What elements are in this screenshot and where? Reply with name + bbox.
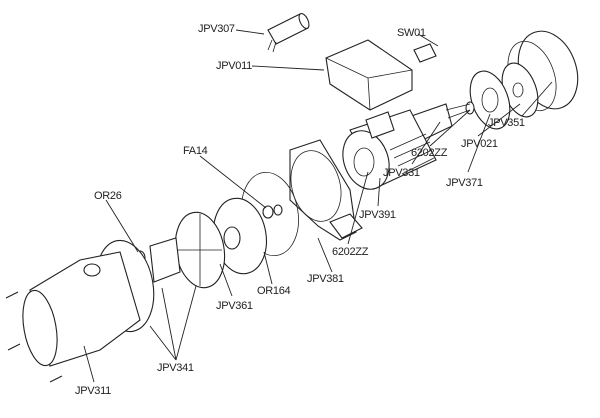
- leader-lines: [83, 29, 553, 383]
- label-jpv361: JPV361: [216, 300, 253, 312]
- label-jpv371: JPV371: [446, 177, 483, 189]
- label-6202zz-front: 6202ZZ: [332, 246, 369, 258]
- label-jpv331: JPV331: [383, 167, 420, 179]
- terminal-box-cover-drawing: [325, 39, 413, 111]
- pump-bracket-drawing: [289, 139, 363, 241]
- motor-stator-drawing: [342, 109, 437, 190]
- pump-body-drawing: [5, 239, 155, 383]
- impeller-drawing: [213, 197, 267, 275]
- label-jpv307: JPV307: [198, 23, 235, 35]
- rear-end-shield-drawing: [465, 70, 511, 130]
- label-jpv011: JPV011: [216, 60, 252, 72]
- label-or164: OR164: [257, 285, 291, 297]
- label-jpv021: JPV021: [461, 138, 498, 150]
- label-jpv311: JPV311: [75, 385, 111, 397]
- label-or26: OR26: [94, 190, 122, 202]
- label-jpv391: JPV391: [359, 209, 396, 221]
- capacitor-drawing: [267, 13, 310, 53]
- label-jpv381: JPV381: [307, 273, 344, 285]
- label-6202zz-rear: 6202ZZ: [411, 147, 448, 159]
- label-fa14: FA14: [183, 145, 208, 157]
- label-sw01: SW01: [397, 27, 426, 39]
- switch-drawing: [413, 43, 437, 63]
- label-jpv341: JPV341: [157, 362, 194, 374]
- diffuser-drawing: [134, 211, 226, 289]
- seal-drawing: [262, 204, 283, 219]
- label-jpv351: JPV351: [488, 117, 525, 129]
